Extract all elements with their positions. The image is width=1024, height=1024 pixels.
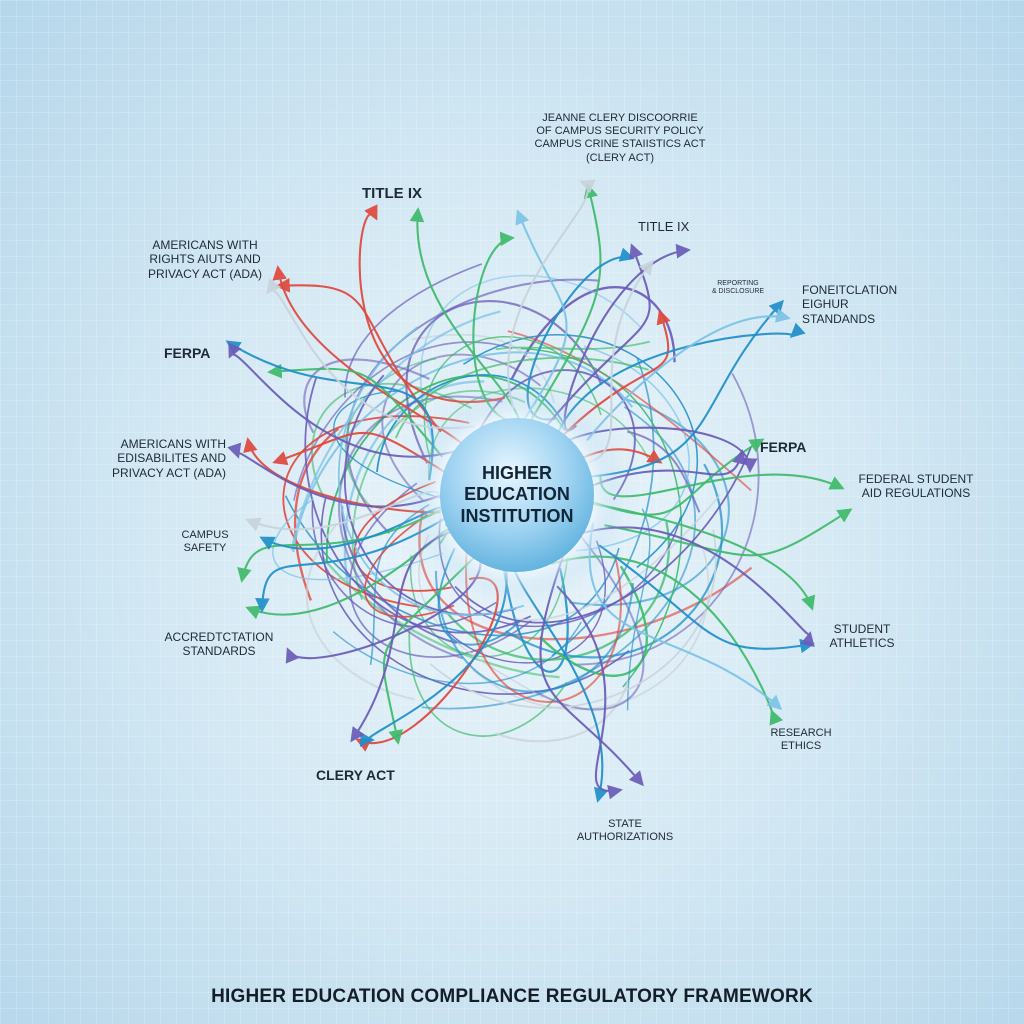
connection-arrow [566,259,654,466]
tangle-curve [510,285,676,380]
connection-arrow [275,278,442,433]
label-clery-full: JEANNE CLERY DISCOORRIE OF CAMPUS SECURI… [534,112,706,164]
connection-arrow [517,243,651,463]
tangle-curve [341,506,457,644]
connection-arrow [285,552,482,664]
connection-arrow [589,299,784,478]
connection-arrow [586,308,791,441]
connection-arrow [266,278,476,430]
tangle-curve [477,369,636,501]
tangle-curve [381,353,542,502]
tangle-curve [349,482,532,658]
tangle-curve [337,326,525,616]
connection-arrow [227,442,481,508]
connection-arrow [604,508,853,557]
tangle-curve [364,513,455,618]
tangle-curve [627,430,701,513]
hub-node: HIGHER EDUCATION INSTITUTION [440,418,594,572]
connection-arrow [563,243,691,431]
tangle-curve [409,555,569,658]
connection-arrow [599,473,845,498]
connection-arrow [526,247,635,421]
connection-arrow [507,179,596,410]
tangle-curve [311,382,473,498]
connection-arrow [272,431,447,474]
label-title-ix-right: TITLE IX [638,219,690,234]
tangle-curve [495,679,630,743]
connection-arrow [526,309,671,474]
tangle-curve [292,351,634,553]
connection-arrow [516,183,602,444]
footer-title: HIGHER EDUCATION COMPLIANCE REGULATORY F… [211,986,813,1007]
tangle-curve [575,345,690,552]
tangle-curve [428,387,649,481]
connection-arrow [358,204,506,403]
connection-arrow [228,342,473,458]
tangle-curve [353,480,452,592]
connection-arrow [559,526,815,648]
tangle-curve [411,333,556,404]
connection-arrow [225,340,434,481]
connection-arrow [237,491,473,583]
connection-arrow [598,544,815,654]
connection-arrow [243,437,474,514]
tangle-curve [573,372,760,666]
label-federal-aid: FEDERAL STUDENT AID REGULATIONS [858,472,974,501]
connection-arrow [382,521,510,745]
label-reporting: REPORTING & DISCLOSURE [711,280,765,296]
connection-arrow [588,522,783,710]
tangle-curve [408,630,568,737]
tangle-curve [534,534,645,711]
connection-arrow [553,449,747,505]
label-campus-safety: CAMPUS SAFETY [181,529,229,555]
tangle-curve [463,334,699,569]
label-ferpa-left: FERPA [164,345,211,361]
tangle-curve [437,547,522,646]
label-clery-act: CLERY ACT [316,767,395,783]
tangle-curve [472,549,710,710]
tangle-curve [429,529,717,709]
label-ada-mid: AMERICANS WITH EDISABILITES AND PRIVACY … [111,437,226,480]
connection-arrow [359,565,508,747]
connection-arrow [255,495,480,613]
tangle-curve [305,524,415,701]
tangle-curve [434,570,635,693]
tangle-curve [465,547,622,703]
tangle-curve [551,357,655,657]
tangle-curve [405,300,603,464]
connection-arrow [539,539,644,787]
label-ferpa-right: FERPA [760,439,807,455]
hub-label: HIGHER EDUCATION INSTITUTION [460,463,574,526]
label-research-ethics: RESEARCH ETHICS [770,727,832,753]
tangle-curve [290,310,501,551]
tangle-curve [311,500,497,628]
tangle-curve [418,509,753,641]
connection-arrow [498,209,568,458]
label-state-auth: STATE AUTHORIZATIONS [576,818,674,844]
tangle-curve [272,498,444,581]
connection-arrow [556,585,623,800]
tangle-curve [507,330,752,492]
connection-arrow [587,438,765,516]
tangle-curve [333,390,444,500]
label-title-ix-left: TITLE IX [362,185,422,202]
connection-arrow [350,526,467,743]
label-ada-top: AMERICANS WITH RIGHTS AIUTS AND PRIVACY … [147,238,263,281]
tangle-curve [569,397,730,606]
label-accreditation-left: ACCREDTCTATION STANDARDS [164,630,274,659]
tangle-curve [626,508,651,711]
tangle-curve [344,263,483,398]
label-student-athletics: STUDENT ATHLETICS [829,622,895,651]
label-accreditation-right: FONEITCLATION EIGHUR STANDANDS [802,283,898,326]
